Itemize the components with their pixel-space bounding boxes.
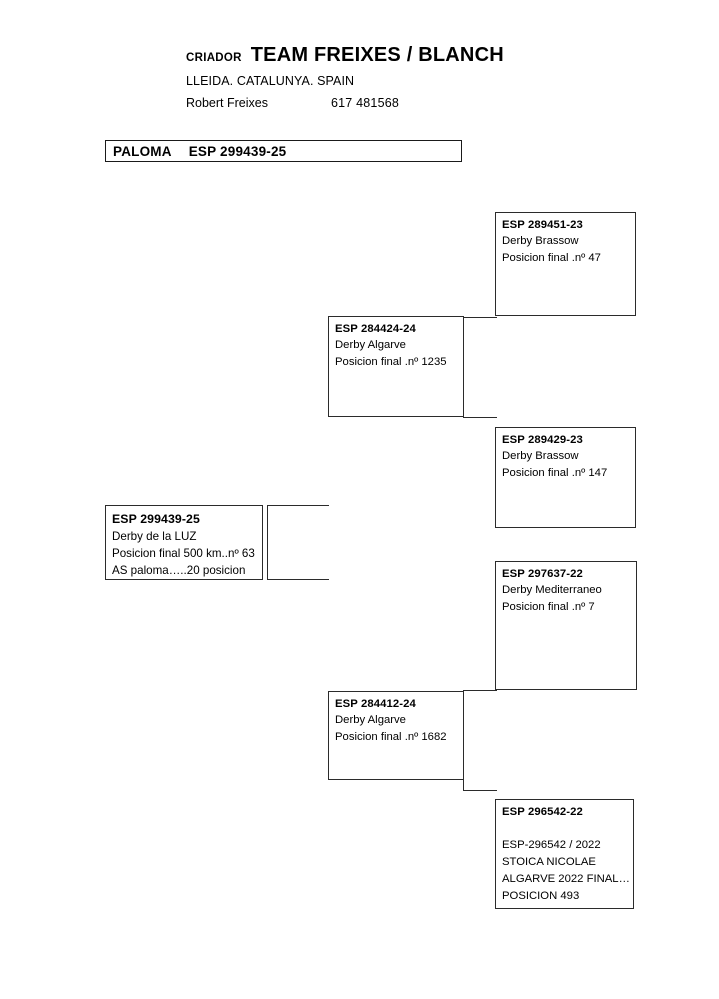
breeder-contact-row: Robert Freixes 617 481568 (186, 96, 646, 110)
breeder-location: LLEIDA. CATALUNYA. SPAIN (186, 74, 355, 88)
box-id: ESP 296542-22 (502, 806, 583, 818)
box-spacer (502, 820, 633, 837)
connector-dam-to-dam-sire (462, 690, 497, 692)
connector-sire-to-sire-sire (462, 317, 497, 319)
box-id: ESP 289429-23 (502, 434, 583, 446)
criador-label: CRIADOR (186, 52, 242, 64)
box-detail-line: Derby Algarve (335, 339, 406, 351)
box-detail-line: Posicion final 500 km..nº 63 (112, 547, 255, 560)
pedigree-box-dam-dam: ESP 296542-22 ESP-296542 / 2022 STOICA N… (495, 799, 634, 909)
breeder-owner-name: Robert Freixes (186, 96, 268, 110)
box-id: ESP 289451-23 (502, 219, 583, 231)
box-detail-line: Derby Brassow (502, 235, 579, 247)
paloma-ring-number: ESP 299439-25 (188, 143, 287, 159)
box-detail-line: AS paloma…..20 posicion (112, 564, 246, 577)
pedigree-box-sire-sire: ESP 289451-23 Derby Brassow Posicion fin… (495, 212, 636, 316)
box-detail-line: Posicion final .nº 7 (502, 601, 595, 613)
box-detail-line: Posicion final .nº 1235 (335, 356, 447, 368)
box-detail-line: Posicion final .nº 147 (502, 467, 608, 479)
pedigree-box-dam: ESP 284412-24 Derby Algarve Posicion fin… (328, 691, 464, 780)
box-detail-line: POSICION 493 (502, 890, 580, 902)
box-detail-line: Derby Algarve (335, 714, 406, 726)
connector-dam-to-dam-dam (462, 789, 497, 791)
breeder-title-row: CRIADOR TEAM FREIXES / BLANCH (186, 44, 646, 67)
box-detail-line: ALGARVE 2022 FINAL… (502, 873, 630, 885)
team-name: TEAM FREIXES / BLANCH (250, 44, 504, 66)
box-detail-line: STOICA NICOLAE (502, 856, 596, 868)
box-detail-line: ESP-296542 / 2022 (502, 839, 601, 851)
breeder-header: CRIADOR TEAM FREIXES / BLANCH LLEIDA. CA… (186, 44, 646, 110)
breeder-phone: 617 481568 (331, 96, 400, 110)
pedigree-box-sire-dam: ESP 289429-23 Derby Brassow Posicion fin… (495, 427, 636, 528)
box-detail-line: Derby Brassow (502, 450, 579, 462)
pedigree-box-subject: ESP 299439-25 Derby de la LUZ Posicion f… (105, 505, 263, 580)
box-id: ESP 284424-24 (335, 323, 416, 335)
paloma-title-bar: PALOMA ESP 299439-25 (105, 140, 462, 162)
box-id: ESP 297637-22 (502, 568, 583, 580)
box-detail-line: Posicion final .nº 47 (502, 252, 601, 264)
box-id: ESP 299439-25 (112, 512, 200, 526)
connector-sire-to-sire-dam (462, 417, 497, 419)
pedigree-box-sire: ESP 284424-24 Derby Algarve Posicion fin… (328, 316, 464, 417)
connector-subject-to-sire (267, 505, 329, 507)
connector-subject-vertical (267, 505, 269, 580)
box-detail-line: Derby Mediterraneo (502, 584, 602, 596)
pedigree-box-dam-sire: ESP 297637-22 Derby Mediterraneo Posicio… (495, 561, 637, 690)
box-detail-line: Posicion final .nº 1682 (335, 731, 447, 743)
box-detail-line: Derby de la LUZ (112, 530, 197, 543)
box-id: ESP 284412-24 (335, 698, 416, 710)
connector-subject-to-dam (267, 578, 329, 580)
paloma-label: PALOMA (113, 143, 172, 159)
